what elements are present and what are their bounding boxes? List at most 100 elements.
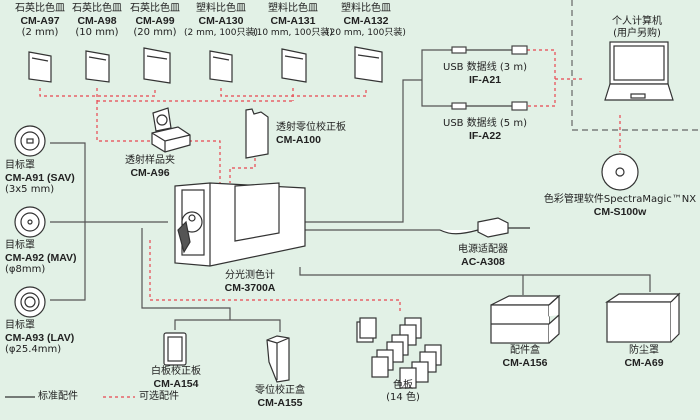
cd-icon	[601, 153, 639, 191]
usb-cable-5m-icon	[450, 101, 528, 111]
label-text: 零位校正盒	[255, 385, 305, 396]
label-text: 透射样品夹	[125, 155, 175, 166]
sample-holder-icon	[151, 107, 191, 153]
standard-lines	[50, 49, 651, 332]
label-text: 色彩管理软件SpectraMagic™NX	[543, 194, 697, 205]
label-text: CM-A69	[624, 357, 664, 369]
label-text: CM-A156	[502, 357, 548, 369]
label-text: (20 mm)	[133, 27, 177, 38]
label-text: 塑料比色皿	[341, 3, 391, 14]
label-text: USB 数据线 (3 m)	[443, 62, 527, 73]
label-text: (用户另购)	[613, 28, 661, 39]
cuvette-icon	[209, 50, 233, 83]
label-text: CM-A132	[343, 15, 389, 27]
label-text: IF-A21	[468, 74, 502, 86]
label-text: 石英比色皿	[72, 3, 122, 14]
label-text: (20 mm, 100只装)	[326, 28, 406, 38]
zero-box-icon	[266, 335, 290, 383]
label-text: (φ25.4mm)	[5, 344, 62, 355]
label-text: CM-3700A	[224, 282, 276, 294]
label-text: CM-A131	[270, 15, 316, 27]
cuvette-icon	[143, 47, 171, 84]
label-text: CM-A96	[130, 167, 170, 179]
usb-5m-label: USB 数据线 (5 m)IF-A22	[443, 118, 527, 142]
usb-cable-3m-icon	[450, 45, 528, 55]
label-text: 透射零位校正板	[276, 122, 346, 133]
legend-optional: 可选配件	[139, 391, 179, 402]
color-tiles-icon	[356, 317, 442, 389]
label-text: (3x5 mm)	[5, 184, 55, 195]
label-text: (10 mm)	[75, 27, 119, 38]
label-text: CM-S100w	[593, 206, 647, 218]
label-text: (2 mm)	[21, 27, 59, 38]
label-text: CM-A154	[153, 378, 199, 390]
laptop-icon	[604, 41, 674, 101]
label-text: CM-A98	[77, 15, 117, 27]
power-adapter-icon	[439, 217, 530, 238]
label-text: CM-A97	[20, 15, 60, 27]
spectrophotometer-icon	[174, 182, 306, 267]
target-mask-lav-icon	[14, 286, 46, 318]
label-text: CM-A130	[198, 15, 244, 27]
usb-3m-label: USB 数据线 (3 m)IF-A21	[443, 62, 527, 86]
label-text: AC-A308	[461, 256, 505, 268]
label-text: 塑料比色皿	[195, 3, 246, 14]
label-text: CM-A100	[276, 134, 321, 146]
label-text: 防尘罩	[629, 345, 659, 356]
label-text: (14 色)	[386, 392, 420, 403]
pc-label: 个人计算机(用户另购)	[612, 16, 662, 40]
cuvette-icon	[281, 48, 307, 83]
label-text: 目标罩	[5, 320, 35, 331]
label-text: (φ8mm)	[5, 264, 46, 275]
label-text: 分光测色计	[225, 270, 275, 281]
label-text: 配件盒	[510, 345, 540, 356]
cuvette-icon	[85, 50, 110, 83]
accessory-case-icon	[490, 294, 561, 344]
label-text: 色板	[393, 380, 413, 391]
legend-standard: 标准配件	[38, 391, 78, 402]
label-text: CM-A91 (SAV)	[5, 172, 75, 184]
label-text: 目标罩	[5, 160, 35, 171]
label-text: 个人计算机	[612, 16, 662, 27]
label-text: IF-A22	[468, 130, 502, 142]
target-mask-mav-icon	[14, 206, 46, 238]
label-text: CM-A99	[135, 15, 175, 27]
label-text: USB 数据线 (5 m)	[443, 118, 527, 129]
label-text: CM-A155	[257, 397, 303, 409]
cuvette-icon	[28, 51, 52, 83]
target-mask-sav-icon	[14, 125, 46, 157]
label-text: (2 mm, 100只装)	[183, 28, 259, 38]
label-text: 石英比色皿	[130, 3, 180, 14]
tiles-label: 色板(14 色)	[386, 380, 420, 404]
label-text: 塑料比色皿	[268, 3, 318, 14]
optional-lines	[39, 49, 621, 312]
cuvette-icon	[354, 46, 383, 83]
label-text: 石英比色皿	[15, 3, 65, 14]
label-text: CM-A93 (LAV)	[5, 332, 75, 344]
label-text: 白板校正板	[151, 366, 201, 377]
label-text: CM-A92 (MAV)	[5, 252, 77, 264]
pc-boundary	[571, 0, 700, 131]
label-text: 目标罩	[5, 240, 35, 251]
dust-cover-icon	[605, 292, 681, 343]
